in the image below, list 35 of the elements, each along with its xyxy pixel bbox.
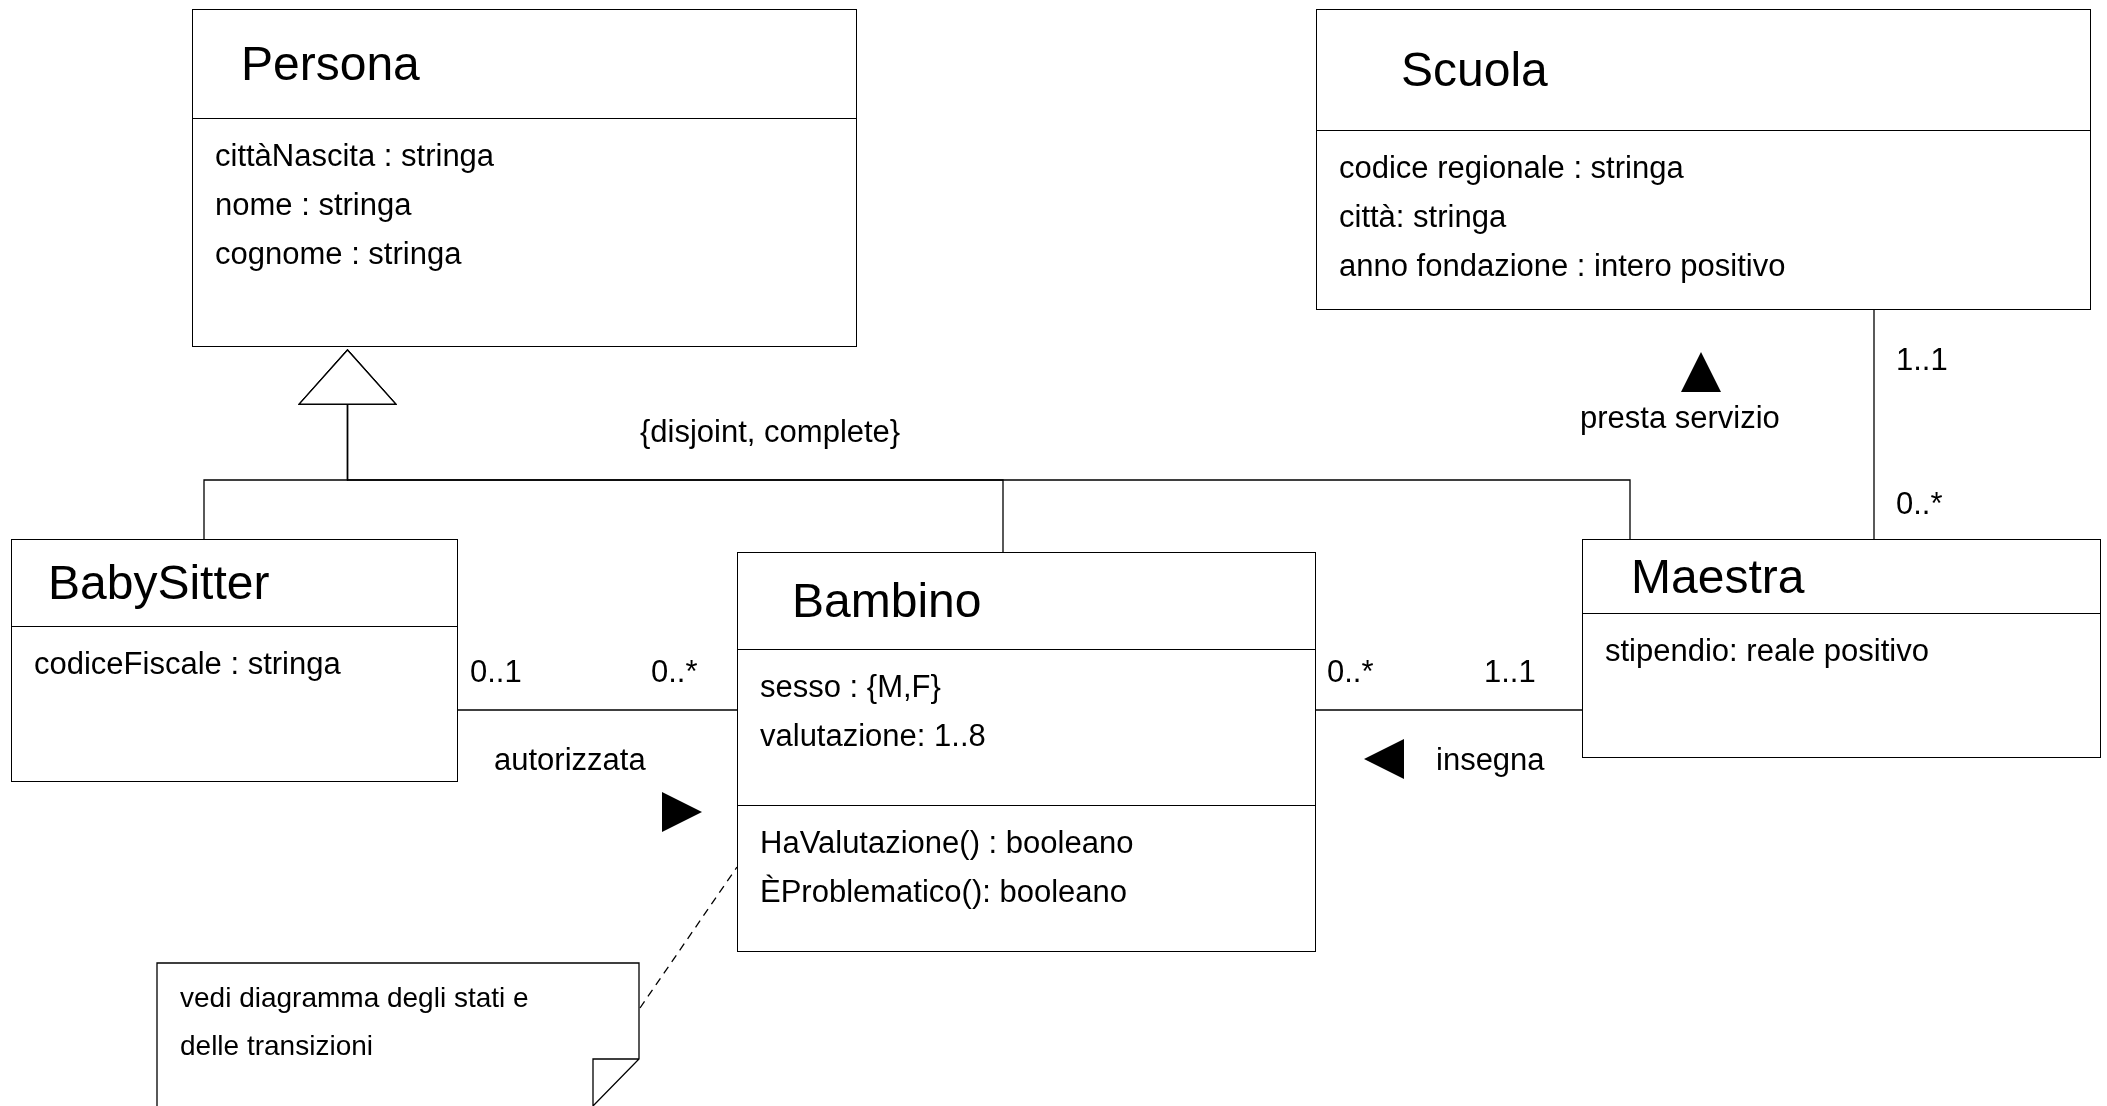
attribute: codiceFiscale : stringa <box>34 645 342 683</box>
multiplicity-label: 0..* <box>1896 485 1943 523</box>
attribute: cognome : stringa <box>215 234 463 273</box>
attribute: valutazione: 1..8 <box>760 716 987 755</box>
multiplicity-label: 1..1 <box>1484 653 1536 691</box>
class-box <box>11 539 458 782</box>
attribute: cittàNascita : stringa <box>215 137 496 175</box>
generalization-arrow <box>298 349 1631 540</box>
class-name: Persona <box>241 40 420 88</box>
association-line <box>457 709 738 711</box>
class-name: Maestra <box>1631 552 1805 601</box>
attribute: nome : stringa <box>215 185 413 224</box>
attribute: anno fondazione : intero positivo <box>1339 246 1787 285</box>
association-line <box>1315 709 1583 711</box>
operation: ÈProblematico(): booleano <box>760 872 1129 911</box>
attribute: codice regionale : stringa <box>1339 149 1685 187</box>
class-name: Bambino <box>792 577 982 625</box>
multiplicity-label: 0..1 <box>470 653 522 691</box>
class-box <box>1582 539 2101 758</box>
attribute: città: stringa <box>1339 197 1508 236</box>
class-name: Scuola <box>1401 46 1548 94</box>
class-box <box>737 552 1316 952</box>
association-line <box>1873 309 1875 540</box>
attribute: stipendio: reale positivo <box>1605 632 1930 670</box>
multiplicity-label: 1..1 <box>1896 341 1948 379</box>
class-box <box>192 9 857 347</box>
operation: HaValutazione() : booleano <box>760 824 1135 862</box>
class-name: BabySitter <box>48 559 270 607</box>
multiplicity-label: 0..* <box>651 653 698 691</box>
class-box <box>1316 9 2091 310</box>
note-text: vedi diagramma degli stati e delle transizioni <box>180 981 530 1063</box>
multiplicity-label: 0..* <box>1327 653 1374 691</box>
constraint-label: {disjoint, complete} <box>640 413 901 451</box>
attribute: sesso : {M,F} <box>760 668 942 706</box>
dashed-line <box>639 866 738 1009</box>
